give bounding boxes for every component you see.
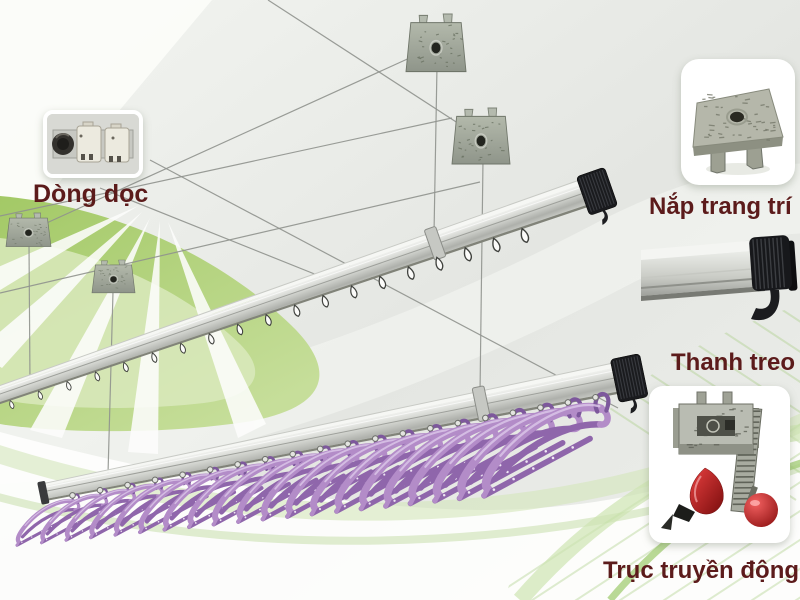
decorative-cap-inset-photo [681, 59, 795, 185]
hanger-hook-ball [124, 481, 131, 489]
ceiling-mount [91, 259, 136, 294]
drive-shaft-inset-photo [649, 386, 790, 543]
decorative-cap-icon [692, 88, 784, 175]
hanger-hook-ball [69, 492, 76, 499]
rail-hanger-bracket [424, 226, 446, 261]
hanger-hook-ball [289, 450, 296, 458]
hanger-hook-ball [344, 440, 352, 448]
drive-shaft-icon [661, 391, 778, 530]
hanger-hook-ball [509, 409, 517, 417]
lower-rail [4, 353, 648, 600]
cable [267, 0, 485, 141]
hanger-hook-ball [482, 414, 489, 422]
cable [28, 243, 31, 385]
hanging-bar-label: Thanh treo [671, 349, 795, 376]
rail-end-cap [576, 167, 618, 225]
hanger-hook-ball [96, 486, 104, 494]
hanger-hook-ball [316, 445, 324, 453]
rail-left-cap [37, 481, 50, 505]
hanger-hook-ball [454, 419, 462, 427]
hanger-hook-ball [537, 404, 544, 411]
pulley-label: Dòng dọc [33, 180, 149, 208]
ceiling-mount [451, 107, 511, 165]
hanger-hook-ball [564, 399, 572, 406]
hanging-bar-icon [640, 235, 798, 321]
hanger-hook-ball [371, 435, 379, 442]
decorative-cap-label: Nắp trang trí [649, 193, 792, 220]
cable [0, 117, 453, 217]
cable [479, 159, 484, 395]
ceiling-mount [405, 13, 467, 73]
hanger-hook-ball [261, 455, 269, 463]
hanger-hook-ball [206, 466, 214, 473]
drive-shaft-label: Trục truyền động [603, 557, 800, 584]
pulley-inset-photo [43, 110, 143, 178]
hanger-hook-ball [179, 471, 186, 479]
cable [433, 65, 438, 235]
hanging-bar-inset-photo [640, 228, 800, 340]
hanger-hook-ball [234, 461, 241, 468]
hanger-hook-ball [151, 476, 159, 484]
cable [107, 291, 114, 475]
rail-end-cap [610, 353, 648, 414]
hanger-hook-ball [427, 424, 434, 432]
hanger-hook-ball [592, 394, 599, 401]
upper-rail [0, 167, 618, 410]
cable [0, 181, 481, 294]
hanger-hook-ball [399, 430, 407, 437]
ceiling-mount [5, 212, 52, 247]
cable [17, 45, 437, 237]
cable [99, 187, 333, 282]
ceiling-mounts [5, 13, 511, 294]
pulley-icon [47, 114, 139, 174]
